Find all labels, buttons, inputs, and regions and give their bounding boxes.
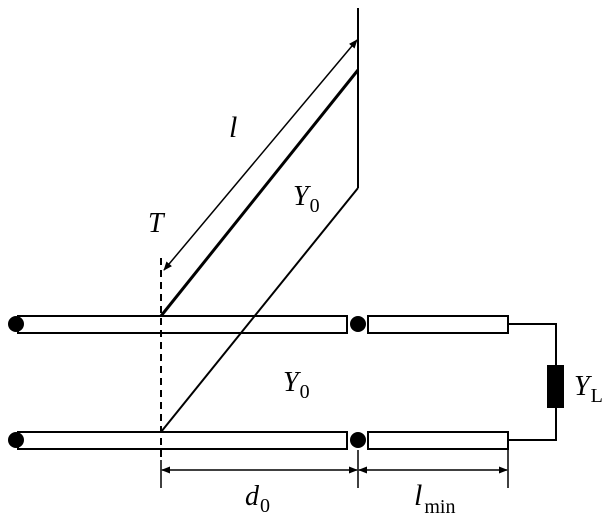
line-admittance-label: Y0 [283,367,310,403]
load-wire-bottom [508,408,557,441]
stub-conductor-lower [160,187,359,433]
top-line-segment-left [17,315,348,334]
top-line-segment-right [367,315,509,334]
load-admittance-element [547,365,564,408]
load-admittance-label: YL [574,371,603,407]
stub-length-arrow [163,39,358,271]
top-junction-dot [350,316,366,332]
top-source-terminal-dot [8,316,24,332]
stub-conductor-upper [159,69,360,317]
stub-length-label: l [229,111,237,144]
bottom-junction-dot [350,432,366,448]
stub-admittance-label: Y0 [293,181,320,217]
bottom-line-segment-right [367,431,509,450]
d0-label: d0 [245,481,270,517]
bottom-source-terminal-dot [8,432,24,448]
bottom-line-segment-left [17,431,348,450]
load-wire-top [508,323,557,365]
reference-plane-label: T [148,208,166,239]
